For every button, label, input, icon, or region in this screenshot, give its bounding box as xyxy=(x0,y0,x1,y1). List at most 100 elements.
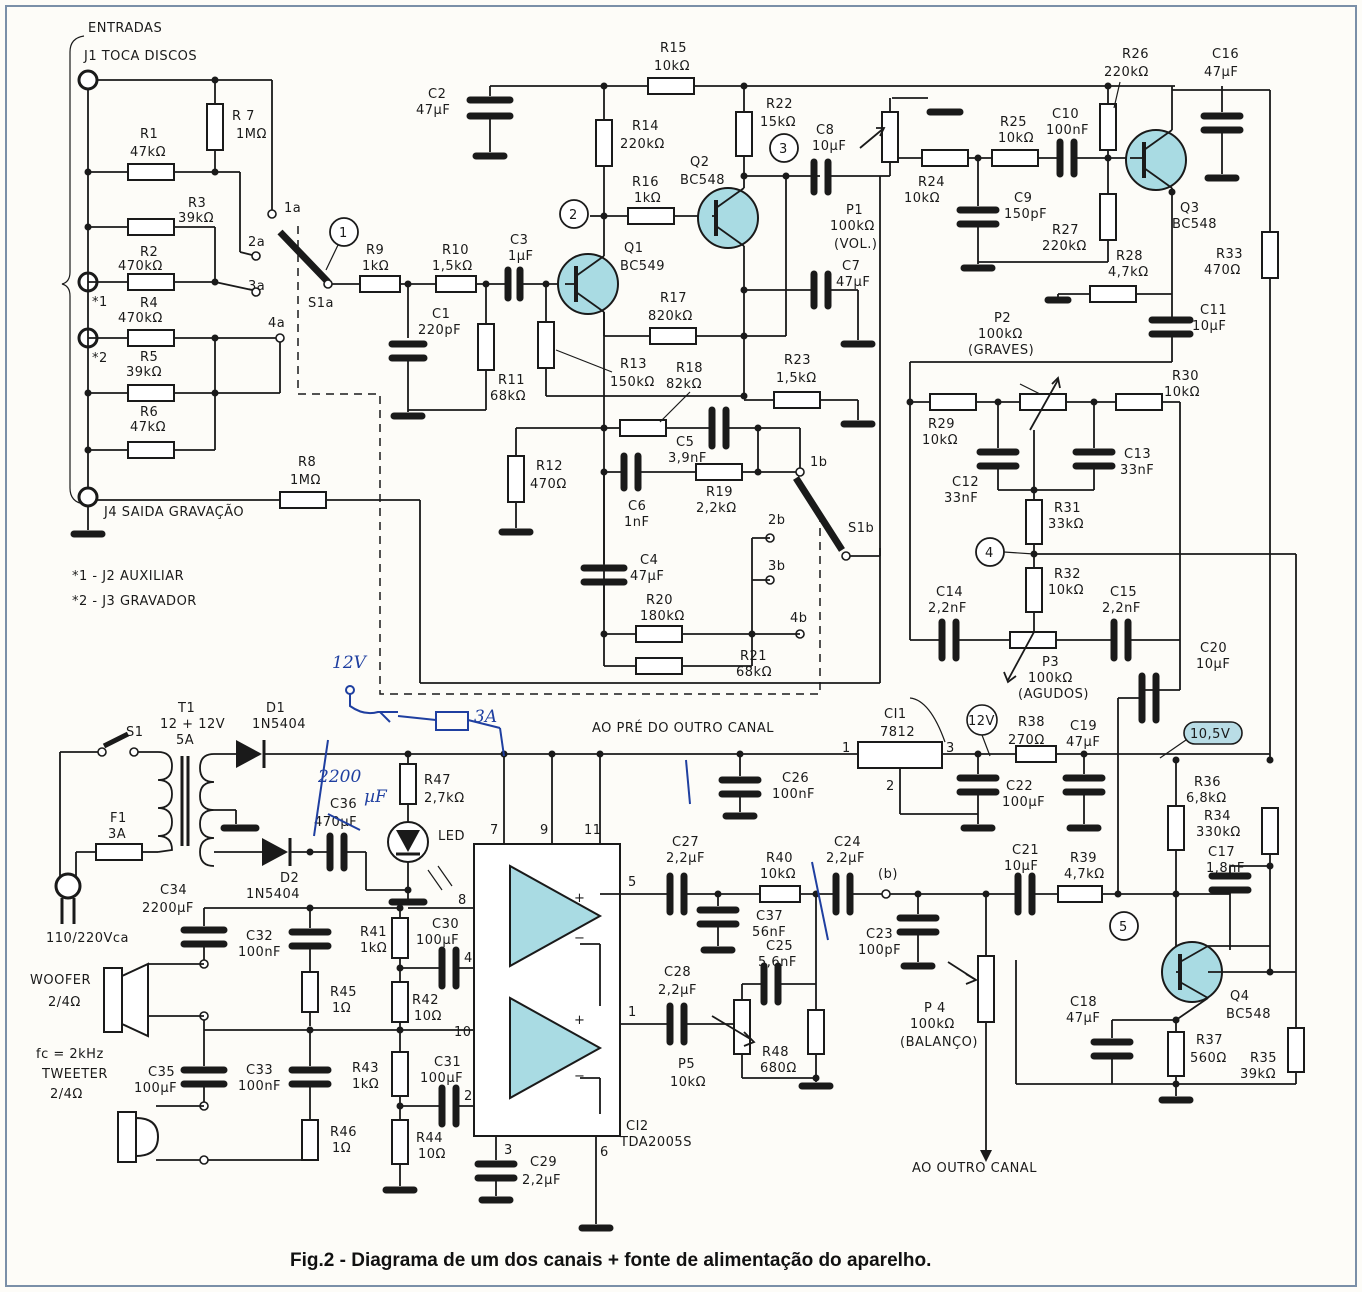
svg-text:2/4Ω: 2/4Ω xyxy=(48,995,81,1010)
jack-j4[interactable] xyxy=(77,486,99,508)
svg-text:47µF: 47µF xyxy=(630,569,664,584)
svg-text:C22: C22 xyxy=(1006,779,1033,794)
svg-text:C32: C32 xyxy=(246,929,273,944)
svg-text:C25: C25 xyxy=(766,939,793,954)
svg-text:82kΩ: 82kΩ xyxy=(666,377,702,392)
svg-text:3b: 3b xyxy=(768,559,786,574)
svg-text:6,8kΩ: 6,8kΩ xyxy=(1186,791,1227,806)
svg-text:R1: R1 xyxy=(140,127,158,142)
pot-p5[interactable] xyxy=(733,999,751,1055)
mark-2: *2 xyxy=(92,351,108,366)
svg-text:33nF: 33nF xyxy=(1120,463,1154,478)
svg-text:10µF: 10µF xyxy=(1196,657,1230,672)
r34 xyxy=(1261,807,1279,855)
svg-text:100pF: 100pF xyxy=(858,943,901,958)
r10 xyxy=(435,275,477,293)
svg-text:1µF: 1µF xyxy=(508,249,534,264)
page-border xyxy=(5,5,1357,1287)
transistor-q1 xyxy=(557,253,619,315)
svg-text:12 + 12V: 12 + 12V xyxy=(160,717,225,732)
svg-text:68kΩ: 68kΩ xyxy=(736,665,772,680)
svg-text:470Ω: 470Ω xyxy=(530,477,567,492)
b-point: (b) xyxy=(878,867,898,882)
r5 xyxy=(127,384,175,402)
svg-text:R21: R21 xyxy=(740,649,767,664)
svg-text:R32: R32 xyxy=(1054,567,1081,582)
svg-text:2,2nF: 2,2nF xyxy=(1102,601,1141,616)
svg-text:33kΩ: 33kΩ xyxy=(1048,517,1084,532)
svg-text:R38: R38 xyxy=(1018,715,1045,730)
svg-text:R4: R4 xyxy=(140,296,158,311)
svg-text:1a: 1a xyxy=(284,201,301,216)
r20 xyxy=(635,625,683,643)
diode-d1 xyxy=(236,740,262,768)
svg-text:2: 2 xyxy=(569,208,578,223)
svg-text:C8: C8 xyxy=(816,123,834,138)
svg-text:11: 11 xyxy=(584,823,602,838)
svg-text:5: 5 xyxy=(628,875,637,890)
r11 xyxy=(477,323,495,371)
svg-text:C15: C15 xyxy=(1110,585,1137,600)
svg-text:3: 3 xyxy=(504,1143,513,1158)
svg-text:1,5kΩ: 1,5kΩ xyxy=(776,371,817,386)
pot-p4[interactable] xyxy=(977,955,995,1023)
svg-text:4b: 4b xyxy=(790,611,808,626)
svg-text:100µF: 100µF xyxy=(416,933,459,948)
svg-text:C29: C29 xyxy=(530,1155,557,1170)
svg-text:P 4: P 4 xyxy=(924,1001,946,1016)
svg-text:5A: 5A xyxy=(176,733,194,748)
svg-text:47µF: 47µF xyxy=(1204,65,1238,80)
r9 xyxy=(359,275,401,293)
r39 xyxy=(1057,885,1103,903)
r14 xyxy=(595,119,613,167)
figure-caption: Fig.2 - Diagrama de um dos canais + font… xyxy=(290,1250,931,1271)
svg-text:F1: F1 xyxy=(110,811,127,826)
svg-text:R5: R5 xyxy=(140,350,158,365)
svg-text:BC548: BC548 xyxy=(1226,1007,1271,1022)
svg-text:1MΩ: 1MΩ xyxy=(236,127,267,142)
svg-text:R48: R48 xyxy=(762,1045,789,1060)
svg-text:C13: C13 xyxy=(1124,447,1151,462)
svg-text:TDA2005S: TDA2005S xyxy=(619,1135,692,1150)
regulator-ci1 xyxy=(857,741,943,769)
svg-text:R17: R17 xyxy=(660,291,687,306)
svg-text:S1: S1 xyxy=(126,725,144,740)
svg-text:R18: R18 xyxy=(676,361,703,376)
svg-text:1N5404: 1N5404 xyxy=(246,887,300,902)
svg-text:9: 9 xyxy=(540,823,549,838)
svg-text:R36: R36 xyxy=(1194,775,1221,790)
svg-text:R46: R46 xyxy=(330,1125,357,1140)
svg-text:10Ω: 10Ω xyxy=(414,1009,442,1024)
woofer-label: WOOFER xyxy=(30,973,91,988)
svg-text:R39: R39 xyxy=(1070,851,1097,866)
tweeter-label: TWEETER xyxy=(41,1067,108,1082)
svg-text:4,7kΩ: 4,7kΩ xyxy=(1108,265,1149,280)
svg-text:+: + xyxy=(574,1013,585,1028)
svg-text:39kΩ: 39kΩ xyxy=(178,211,214,226)
svg-text:1: 1 xyxy=(628,1005,637,1020)
r48 xyxy=(807,1009,825,1055)
r22 xyxy=(735,111,753,157)
svg-text:47kΩ: 47kΩ xyxy=(130,420,166,435)
jack-j1[interactable] xyxy=(77,69,99,91)
svg-text:470µF: 470µF xyxy=(314,815,357,830)
svg-text:R6: R6 xyxy=(140,405,158,420)
svg-text:R19: R19 xyxy=(706,485,733,500)
svg-text:C23: C23 xyxy=(866,927,893,942)
pot-p1[interactable] xyxy=(881,111,899,163)
entradas-label: ENTRADAS xyxy=(88,21,162,36)
svg-text:10Ω: 10Ω xyxy=(418,1147,446,1162)
svg-text:C9: C9 xyxy=(1014,191,1032,206)
svg-text:4,7kΩ: 4,7kΩ xyxy=(1064,867,1105,882)
svg-text:−: − xyxy=(574,931,585,946)
svg-text:(BALANÇO): (BALANÇO) xyxy=(900,1035,978,1050)
svg-text:1nF: 1nF xyxy=(624,515,650,530)
svg-text:CI2: CI2 xyxy=(626,1119,649,1134)
svg-text:C31: C31 xyxy=(434,1055,461,1070)
svg-text:R33: R33 xyxy=(1216,247,1243,262)
svg-text:R16: R16 xyxy=(632,175,659,190)
mains-plug[interactable] xyxy=(54,872,82,900)
svg-text:C28: C28 xyxy=(664,965,691,980)
